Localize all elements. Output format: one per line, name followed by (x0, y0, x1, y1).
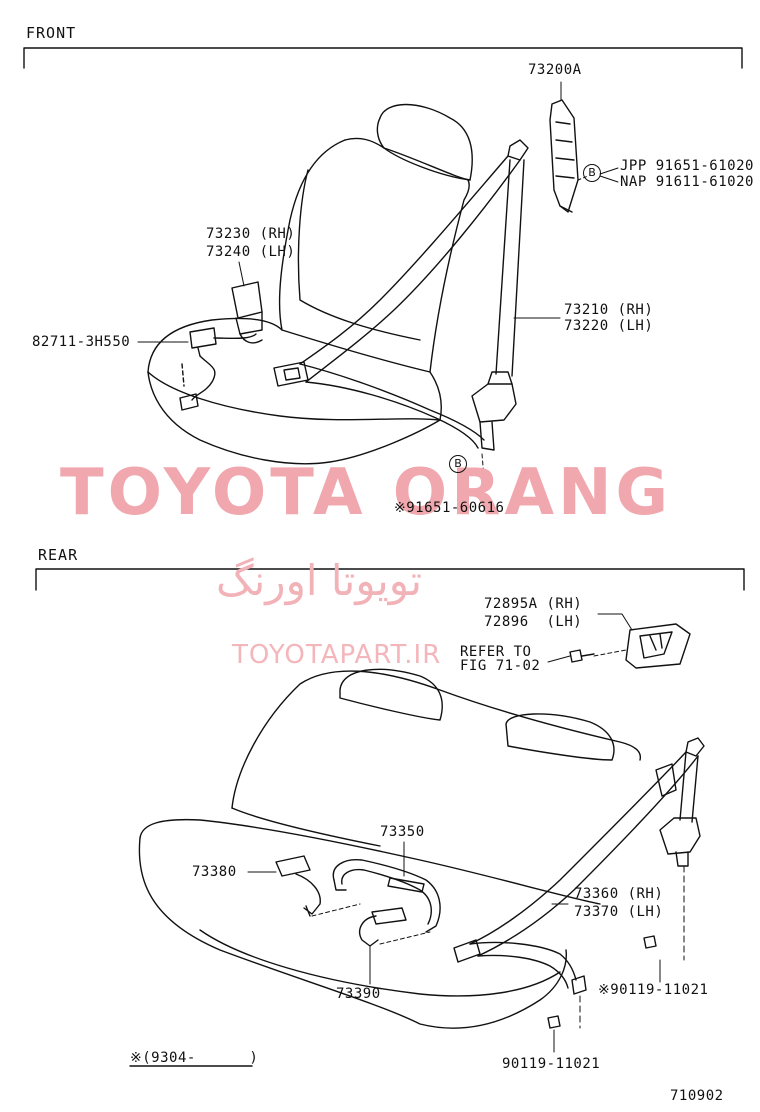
rear-belt-drawing (453, 737, 705, 995)
label-nut-90119-11021: 90119-11021 (502, 1056, 601, 1072)
front-seat-drawing (147, 103, 473, 465)
rear-heading: REAR (38, 546, 79, 564)
rear-buckle-drawings (275, 855, 441, 947)
label-73220: 73220 (LH) (564, 318, 654, 334)
front-buckle-drawing (179, 281, 263, 411)
front-shoulder-adjuster-drawing (549, 99, 579, 213)
label-73390: 73390 (336, 986, 381, 1002)
callout-b-lower: B (449, 455, 467, 473)
rear-section-bracket (35, 568, 745, 591)
label-73200A: 73200A (528, 62, 582, 78)
label-73230: 73230 (RH) (206, 226, 296, 242)
label-73240: 73240 (LH) (206, 244, 296, 260)
watermark-url: TOYOTAPART.IR (232, 640, 442, 670)
rear-belt-trim-drawing (625, 623, 691, 669)
front-belt-drawing (273, 139, 529, 451)
label-72895A: 72895A (RH) (484, 596, 583, 612)
label-jpp: JPP 91651-61020 (620, 158, 754, 174)
label-82711: 82711-3H550 (32, 334, 131, 350)
rear-seat-drawing (138, 668, 642, 1029)
label-73360: 73360 (RH) (574, 886, 664, 902)
label-nap: NAP 91611-61020 (620, 174, 754, 190)
label-refer-to: REFER TO (460, 644, 532, 660)
label-fig-71-02: FIG 71-02 (460, 658, 541, 674)
label-72896: 72896 (LH) (484, 614, 583, 630)
footnote-applicability: ※(9304- ) (130, 1050, 259, 1066)
callout-b-upper: B (583, 164, 601, 182)
watermark-persian: تویوتا اورنگ (216, 556, 423, 605)
figure-number: 710902 (670, 1088, 724, 1104)
label-bolt-91651-60616: ※91651-60616 (394, 500, 505, 516)
label-73380: 73380 (192, 864, 237, 880)
label-nut-90119-11021-marked: ※90119-11021 (598, 982, 709, 998)
label-73210: 73210 (RH) (564, 302, 654, 318)
rear-bolt-drawings (547, 649, 657, 1029)
watermark-brand: TOYOTA ORANG (60, 456, 673, 530)
label-73350: 73350 (380, 824, 425, 840)
front-heading: FRONT (26, 24, 77, 42)
front-section-bracket (23, 47, 743, 69)
label-73370: 73370 (LH) (574, 904, 664, 920)
rear-leader-lines (247, 613, 685, 1053)
